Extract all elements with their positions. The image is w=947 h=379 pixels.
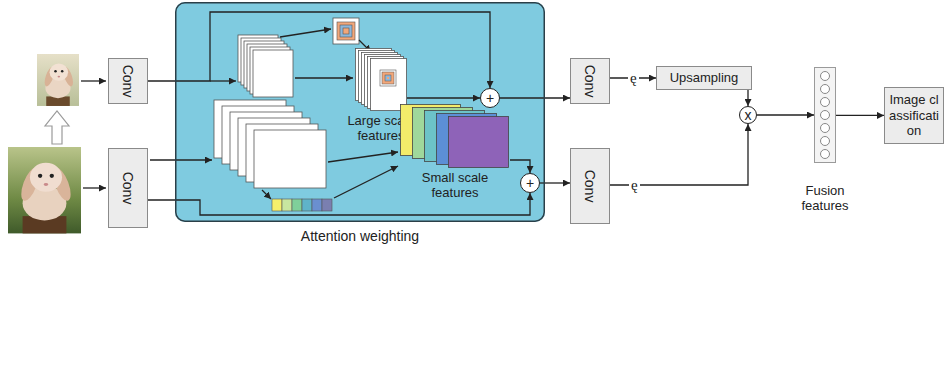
connector bbox=[747, 90, 748, 106]
fusion-column bbox=[815, 68, 835, 162]
conv-box: Conv bbox=[108, 148, 148, 228]
attention-icon bbox=[387, 77, 389, 79]
input-arrow bbox=[81, 80, 106, 81]
flow-arrow bbox=[280, 29, 331, 37]
flow-arrow bbox=[295, 77, 353, 78]
flow-arrow bbox=[262, 190, 271, 199]
process-box: Upsampling bbox=[656, 66, 752, 90]
output-box: Image classification bbox=[884, 87, 944, 144]
node-label: Fusion features bbox=[785, 184, 865, 214]
photo-ground bbox=[37, 54, 79, 106]
rabbit-photo-large bbox=[8, 147, 81, 233]
panel-caption: Attention weighting bbox=[175, 228, 545, 244]
feature-map-stack bbox=[355, 48, 407, 112]
small-scale-feature-stack: Small scale features bbox=[400, 104, 510, 168]
weight-cell bbox=[272, 199, 282, 211]
rabbit-eye bbox=[50, 174, 54, 178]
attention-icon bbox=[333, 18, 359, 44]
attention-icon bbox=[343, 28, 349, 34]
rabbit-eye bbox=[61, 70, 64, 73]
rabbit-photo-small bbox=[37, 54, 79, 106]
channel-weight-bar bbox=[272, 199, 332, 211]
attention-icon bbox=[340, 25, 352, 37]
conv-box: Conv bbox=[570, 58, 610, 104]
feature-map-stack bbox=[400, 104, 510, 168]
fusion-unit bbox=[821, 98, 830, 107]
fusion-feature-column: Fusion features bbox=[814, 67, 836, 163]
conv-box: Conv bbox=[108, 58, 148, 104]
operator-circle: x bbox=[739, 106, 757, 124]
rabbit-nose bbox=[58, 76, 61, 78]
connector bbox=[540, 182, 570, 183]
downscale-arrow bbox=[45, 111, 69, 144]
rabbit-head bbox=[30, 163, 62, 192]
attention-icon bbox=[382, 72, 394, 84]
photo-ground bbox=[8, 147, 81, 233]
fusion-unit bbox=[821, 137, 830, 146]
feature-map bbox=[254, 130, 326, 188]
connector bbox=[510, 160, 530, 173]
operator-circle: + bbox=[480, 88, 500, 108]
connector bbox=[148, 12, 490, 88]
operator-circle: + bbox=[520, 173, 540, 193]
edge-label: ę bbox=[629, 177, 640, 194]
large-scale-feature-stack: Large scale features bbox=[355, 48, 407, 112]
attention-icon bbox=[385, 75, 391, 81]
connector bbox=[610, 124, 748, 185]
connector bbox=[836, 115, 884, 116]
connector bbox=[500, 97, 570, 98]
feature-map bbox=[371, 59, 407, 111]
rabbit-eye bbox=[54, 70, 57, 73]
rabbit-head bbox=[50, 64, 68, 81]
rabbit-nose bbox=[44, 183, 48, 186]
operator-symbol: + bbox=[486, 91, 494, 105]
rabbit-eye bbox=[38, 174, 42, 178]
node-label: Conv bbox=[120, 65, 136, 98]
node-label: Upsampling bbox=[670, 71, 739, 86]
node-label: Conv bbox=[120, 172, 136, 205]
node-label: Conv bbox=[582, 65, 598, 98]
fusion-unit bbox=[821, 124, 830, 133]
edge-label: ę bbox=[628, 70, 639, 87]
node-label: Small scale features bbox=[410, 171, 500, 201]
node-label: Conv bbox=[582, 170, 598, 203]
weight-cell bbox=[282, 199, 292, 211]
feature-map-stack bbox=[238, 35, 293, 97]
attention-icon bbox=[380, 70, 396, 86]
flow-arrow bbox=[328, 152, 398, 162]
flow-arrow bbox=[210, 80, 236, 81]
flow-arrow bbox=[334, 166, 398, 198]
fusion-unit bbox=[821, 150, 830, 159]
operator-symbol: + bbox=[526, 176, 534, 190]
connector bbox=[757, 114, 814, 115]
feature-map bbox=[449, 117, 509, 168]
attention-panel: Attention weightingLarge scale features+… bbox=[175, 2, 545, 222]
attention-icon bbox=[337, 22, 355, 40]
node-label: Image classification bbox=[888, 92, 940, 139]
weight-cell bbox=[292, 199, 302, 211]
fusion-unit bbox=[821, 111, 830, 120]
weight-cell bbox=[302, 199, 312, 211]
fusion-unit bbox=[821, 72, 830, 81]
feature-map-stack bbox=[214, 100, 326, 188]
conv-box: Conv bbox=[570, 148, 610, 224]
weight-cell bbox=[312, 199, 322, 211]
input-arrow bbox=[83, 187, 106, 188]
connector bbox=[407, 97, 480, 98]
fusion-unit bbox=[821, 85, 830, 94]
operator-symbol: x bbox=[745, 108, 752, 122]
flow-arrow bbox=[150, 159, 212, 160]
weight-cell bbox=[322, 199, 332, 211]
feature-map bbox=[253, 50, 293, 97]
